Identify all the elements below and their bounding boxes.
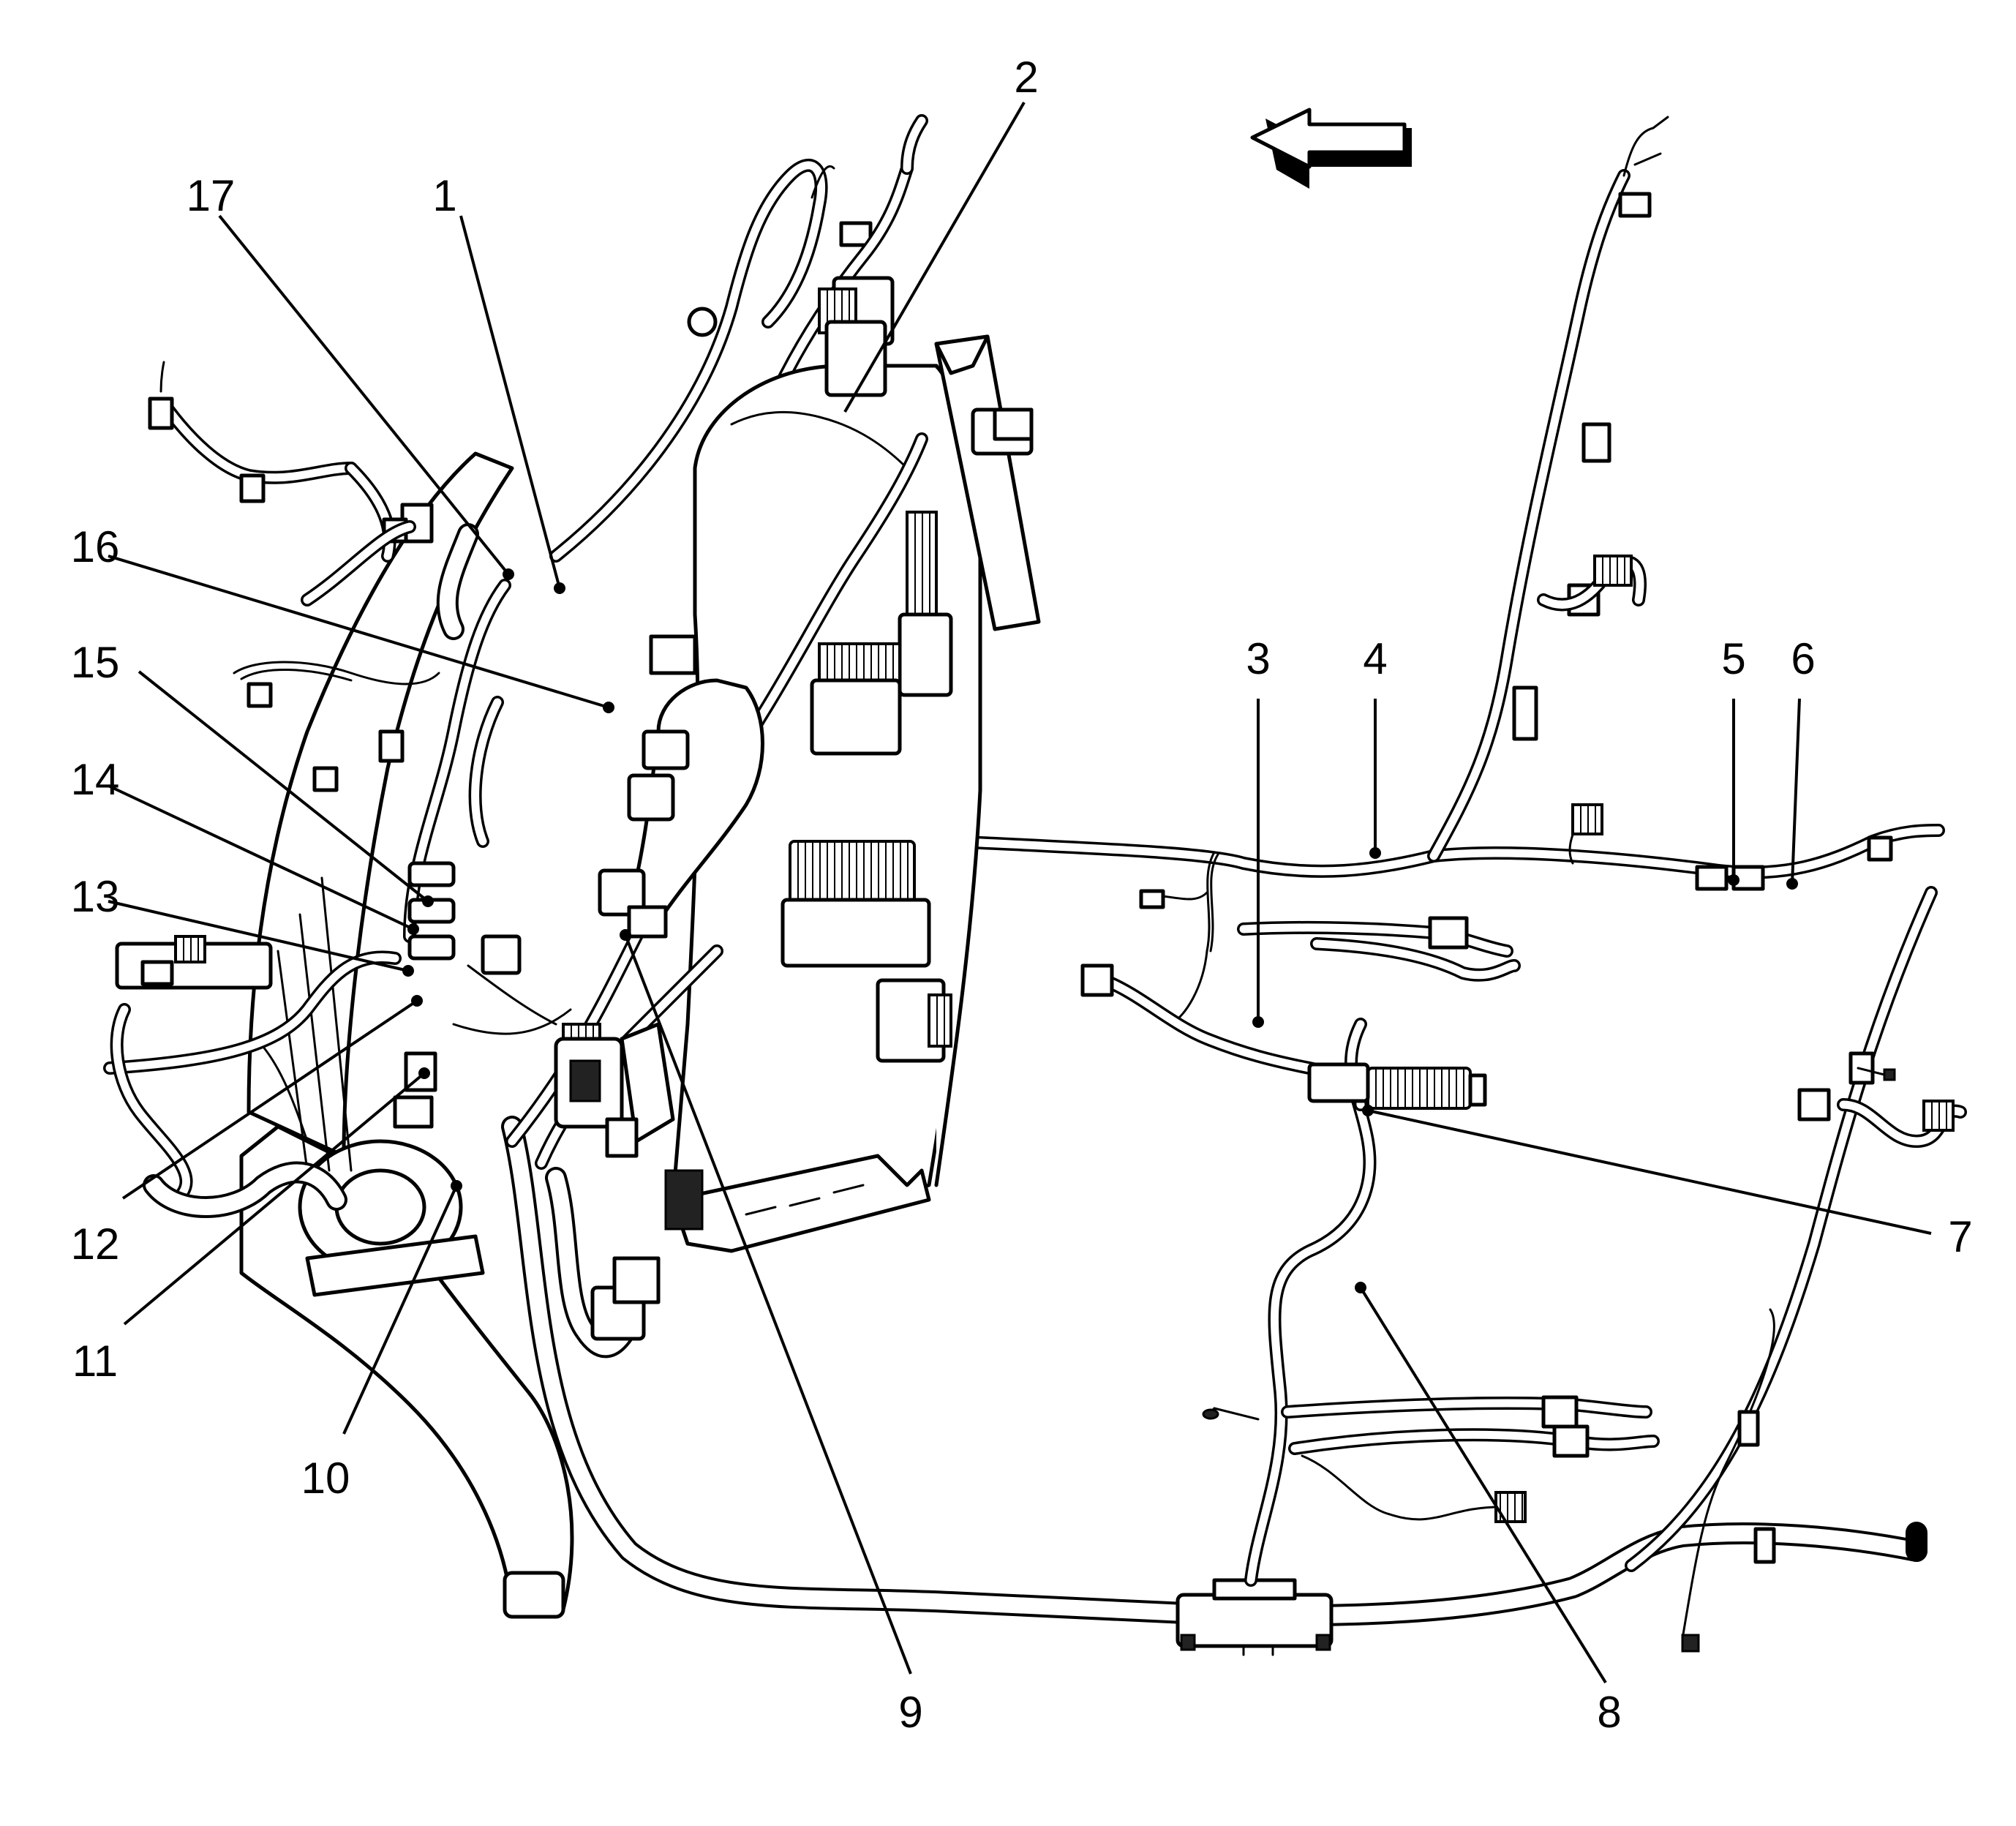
callout-5: 5 xyxy=(1721,634,1745,683)
radiator-support-structure xyxy=(103,361,574,1619)
callout-16: 16 xyxy=(71,522,120,571)
callout-17: 17 xyxy=(187,171,236,220)
left-arrow-icon xyxy=(1250,108,1412,189)
callout-leaders xyxy=(108,101,1932,1684)
callout-11: 11 xyxy=(72,1337,118,1386)
callout-2: 2 xyxy=(1014,53,1038,102)
callout-labels: 1 2 3 4 5 6 7 8 9 10 11 12 13 14 15 16 1… xyxy=(71,53,1973,1737)
callout-4: 4 xyxy=(1363,634,1387,683)
instrument-panel-hvac xyxy=(393,114,1041,1359)
callout-15: 15 xyxy=(71,638,120,687)
callout-10: 10 xyxy=(301,1454,350,1503)
floor-harness xyxy=(501,886,1967,1656)
body-harness-right xyxy=(944,116,1945,1523)
callout-7: 7 xyxy=(1948,1212,1972,1261)
callout-14: 14 xyxy=(71,755,120,804)
callout-9: 9 xyxy=(898,1688,922,1737)
callout-1: 1 xyxy=(432,171,456,220)
callout-3: 3 xyxy=(1246,634,1270,683)
callout-12: 12 xyxy=(71,1220,120,1269)
callout-6: 6 xyxy=(1791,634,1815,683)
callout-8: 8 xyxy=(1597,1688,1621,1737)
callout-13: 13 xyxy=(71,872,120,921)
